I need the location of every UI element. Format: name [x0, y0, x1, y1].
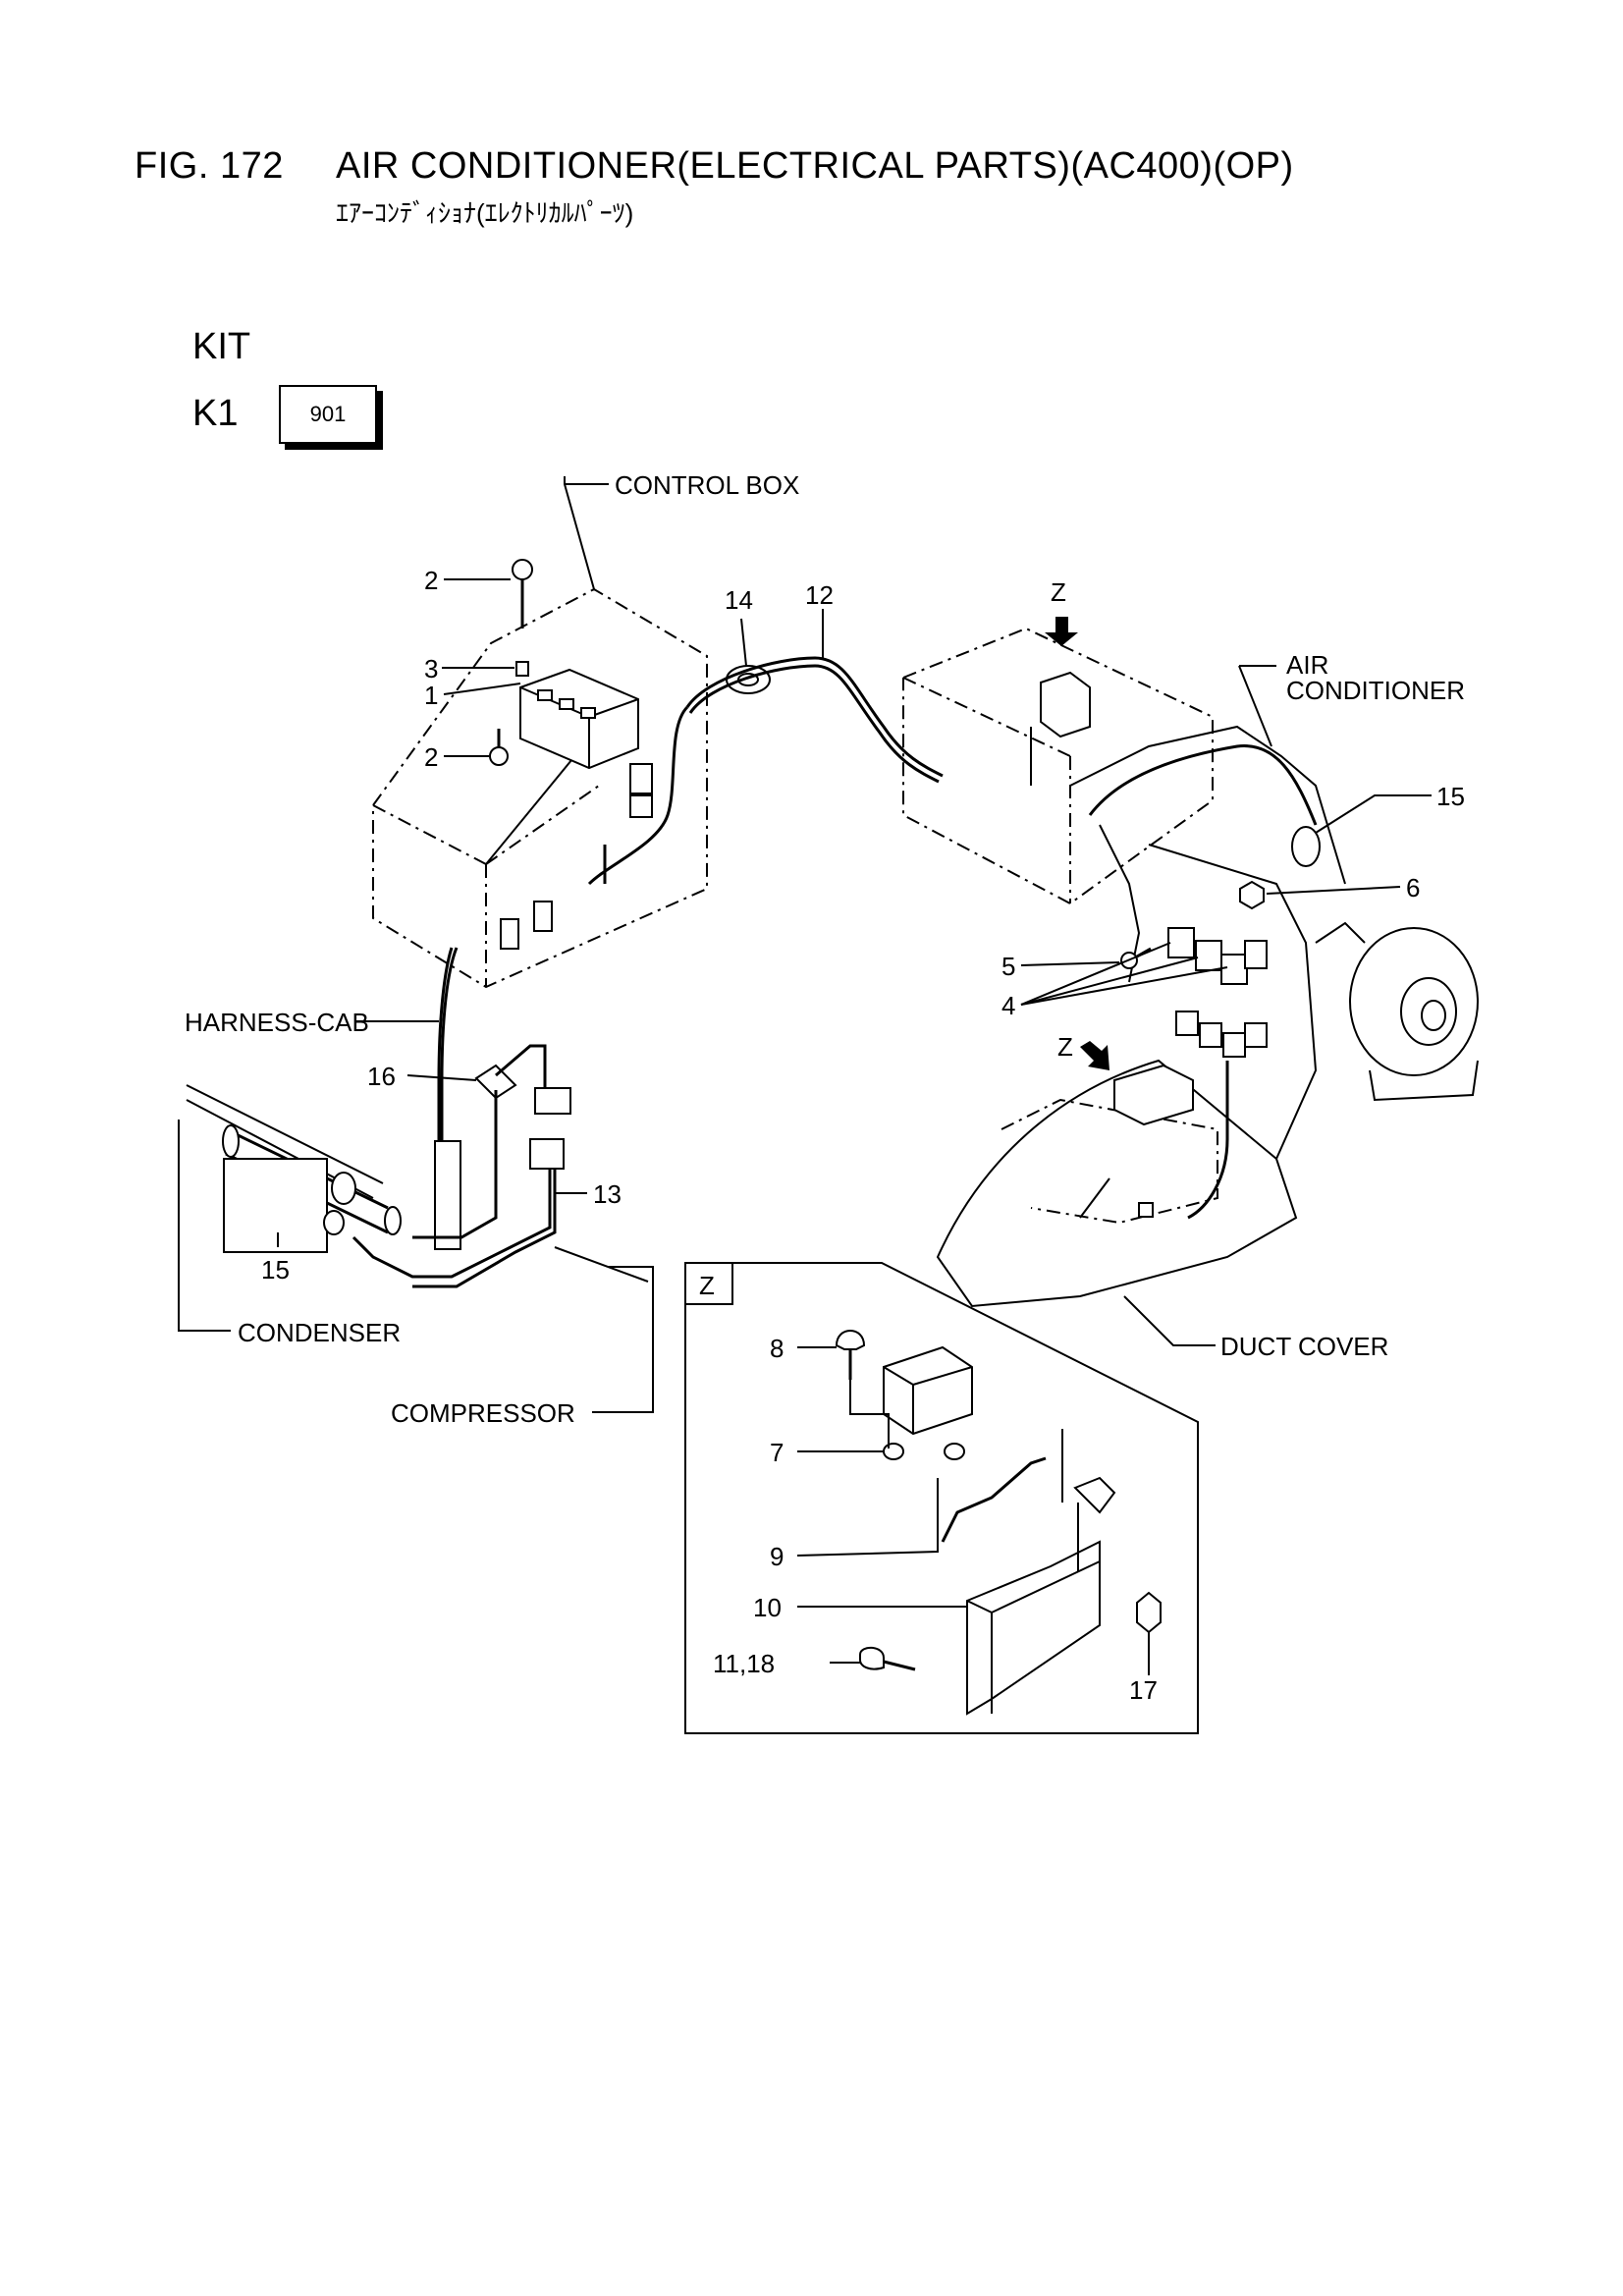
callout-11-18: 11,18 [713, 1649, 775, 1678]
k1-label: K1 [192, 393, 239, 434]
label-compressor: COMPRESSOR [391, 1398, 575, 1428]
callout-2a: 2 [424, 566, 438, 595]
k1-kit-box[interactable]: 901 [279, 385, 377, 444]
callout-13: 13 [593, 1179, 622, 1209]
detail-z-leaders [796, 1346, 1150, 1675]
label-air: AIR [1286, 650, 1328, 680]
callout-8: 8 [770, 1334, 784, 1363]
callout-leaders [277, 578, 1432, 1247]
figure-title: AIR CONDITIONER(ELECTRICAL PARTS)(AC400)… [336, 145, 1294, 187]
callout-4: 4 [1001, 991, 1015, 1020]
callout-15a: 15 [1436, 782, 1465, 811]
callout-12: 12 [805, 580, 834, 610]
control-box [372, 559, 708, 989]
condenser [186, 1084, 402, 1253]
figure-number: FIG. 172 [135, 145, 284, 187]
z-arrow-mid-icon [1080, 1041, 1109, 1070]
harness-cab [352, 947, 649, 1288]
label-conditioner: CONDITIONER [1286, 676, 1465, 705]
air-conditioner-unit [902, 627, 1479, 1308]
detail-z-frame [684, 1262, 1199, 1734]
figure-subtitle: ｴｱｰｺﾝﾃﾞｨｼｮﾅ(ｴﾚｸﾄﾘｶﾙﾊﾟｰﾂ) [336, 198, 634, 228]
label-control-box: CONTROL BOX [615, 470, 799, 500]
kit-label: KIT [192, 326, 251, 367]
detail-z-parts [835, 1330, 1162, 1716]
callout-14: 14 [725, 585, 753, 615]
callout-5: 5 [1001, 952, 1015, 981]
callout-2b: 2 [424, 742, 438, 772]
callout-3: 3 [424, 654, 438, 683]
callout-z-top: Z [1051, 577, 1066, 607]
label-condenser: CONDENSER [238, 1318, 401, 1347]
callout-9: 9 [770, 1542, 784, 1571]
callout-15b: 15 [261, 1255, 290, 1285]
detail-z-title: Z [699, 1271, 715, 1300]
callout-1: 1 [424, 681, 438, 710]
z-arrow-top-icon [1045, 617, 1078, 646]
callout-10: 10 [753, 1593, 782, 1622]
callout-z-mid: Z [1057, 1032, 1073, 1062]
callout-17: 17 [1129, 1675, 1158, 1705]
harness-12 [685, 656, 944, 784]
label-harness-cab: HARNESS-CAB [185, 1008, 369, 1037]
callout-16: 16 [367, 1062, 396, 1091]
label-duct-cover: DUCT COVER [1220, 1332, 1388, 1361]
callout-7: 7 [770, 1438, 784, 1467]
callout-6: 6 [1406, 873, 1420, 902]
